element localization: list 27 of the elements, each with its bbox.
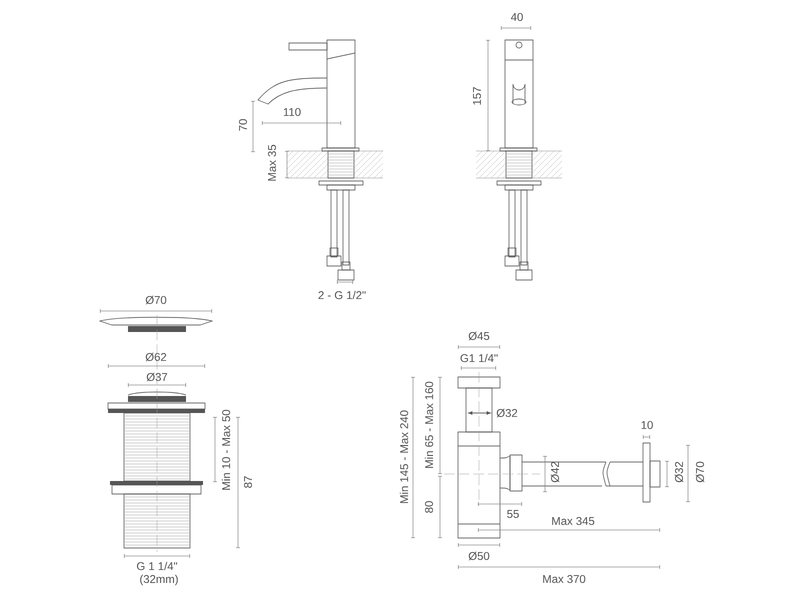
dimension-label: 80 — [425, 501, 433, 513]
dimension-label: 70 — [239, 119, 247, 131]
dimension-label: Ø50 — [468, 552, 490, 560]
dimension-label: 110 — [284, 108, 301, 116]
dimension-label: G 1 1/4" — [136, 562, 178, 570]
dimension-label: Ø62 — [146, 352, 166, 362]
dimension-label: Min 10 - Max 50 — [222, 410, 230, 490]
dimension-label: Ø70 — [696, 462, 704, 482]
dimension-label: Max 35 — [268, 144, 276, 181]
dimension-label: Max 345 — [552, 517, 594, 525]
dimension-label: G1 1/4" — [460, 354, 498, 362]
dimension-label: Ø32 — [496, 408, 518, 418]
dimension-label: 87 — [244, 476, 252, 488]
dimension-label: 2 - G 1/2" — [318, 290, 366, 300]
dimension-label: Ø37 — [146, 372, 168, 382]
dimension-label: Min 145 - Max 240 — [400, 410, 408, 504]
dimension-label: Ø45 — [468, 332, 490, 340]
dimension-label: Max 370 — [543, 575, 586, 584]
dimension-label: 40 — [510, 13, 523, 21]
dimension-label: Ø70 — [146, 296, 166, 304]
dimension-label: 157 — [473, 87, 481, 105]
dimension-label: Ø32 — [674, 462, 684, 482]
dimension-label: Ø42 — [550, 462, 560, 482]
dimension-label: Min 65 - Max 160 — [424, 382, 434, 468]
dimension-label: 10 — [642, 421, 653, 429]
dimension-label: 55 — [507, 510, 519, 518]
dimension-label: (32mm) — [140, 574, 178, 586]
